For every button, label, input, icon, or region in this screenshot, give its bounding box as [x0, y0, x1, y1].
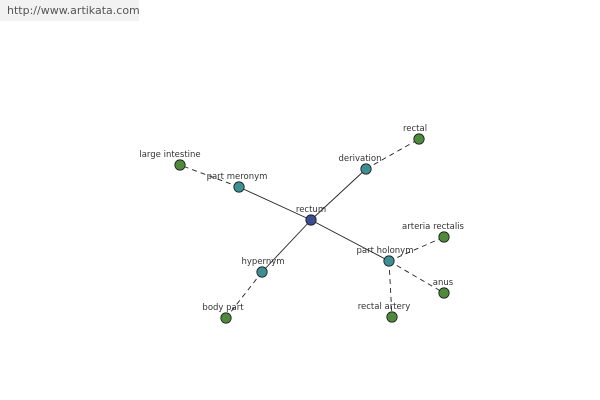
node-circle-body-part[interactable]: [220, 312, 232, 324]
node-circle-derivation[interactable]: [360, 163, 372, 175]
node-circle-rectal[interactable]: [413, 133, 425, 145]
edge-part-meronym-to-large-intestine: [179, 164, 240, 188]
node-rectal[interactable]: rectal: [403, 124, 427, 145]
node-circle-hypernym[interactable]: [256, 266, 268, 278]
site-url-link[interactable]: http://www.artikata.com: [7, 4, 140, 17]
node-label-part-meronym: part meronym: [207, 172, 268, 182]
edge-part-holonym-to-arteria-rectalis: [388, 236, 445, 262]
edge-rectum-to-part-holonym: [310, 219, 390, 262]
node-large-intestine[interactable]: large intestine: [139, 150, 201, 171]
node-label-derivation: derivation: [338, 154, 381, 164]
node-circle-large-intestine[interactable]: [174, 159, 186, 171]
node-part-meronym[interactable]: part meronym: [207, 172, 268, 193]
node-label-arteria-rectalis: arteria rectalis: [402, 222, 465, 232]
node-circle-rectal-artery[interactable]: [386, 311, 398, 323]
node-derivation[interactable]: derivation: [338, 154, 382, 175]
edge-part-holonym-to-anus: [388, 260, 445, 294]
edge-rectum-to-part-meronym: [238, 186, 312, 221]
edges-layer: [179, 138, 445, 319]
node-label-part-holonym: part holonym: [357, 246, 414, 256]
edge-rectum-to-derivation: [310, 168, 367, 221]
node-label-rectal-artery: rectal artery: [358, 302, 411, 312]
node-part-holonym[interactable]: part holonym: [357, 246, 414, 267]
node-circle-part-holonym[interactable]: [383, 255, 395, 267]
node-body-part[interactable]: body part: [202, 303, 244, 324]
edge-rectum-to-hypernym: [261, 219, 312, 273]
edge-part-holonym-to-rectal-artery: [388, 260, 393, 318]
node-arteria-rectalis[interactable]: arteria rectalis: [402, 222, 465, 243]
node-rectal-artery[interactable]: rectal artery: [358, 302, 411, 323]
node-circle-anus[interactable]: [438, 287, 450, 299]
node-label-body-part: body part: [202, 303, 244, 313]
node-hypernym[interactable]: hypernym: [241, 257, 285, 278]
edge-derivation-to-rectal: [365, 138, 420, 170]
url-banner: http://www.artikata.com: [0, 0, 140, 21]
node-rectum[interactable]: rectum: [296, 205, 326, 226]
node-circle-part-meronym[interactable]: [233, 181, 245, 193]
nodes-layer: rectum part meronym derivation hypernym part…: [139, 124, 465, 324]
node-circle-arteria-rectalis[interactable]: [438, 231, 450, 243]
node-circle-rectum[interactable]: [305, 214, 317, 226]
node-label-anus: anus: [433, 278, 454, 288]
node-label-hypernym: hypernym: [241, 257, 284, 267]
node-label-large-intestine: large intestine: [139, 150, 200, 160]
node-label-rectum: rectum: [296, 205, 326, 215]
edge-hypernym-to-body-part: [225, 271, 263, 319]
node-anus[interactable]: anus: [433, 278, 454, 299]
node-label-rectal: rectal: [403, 124, 427, 134]
